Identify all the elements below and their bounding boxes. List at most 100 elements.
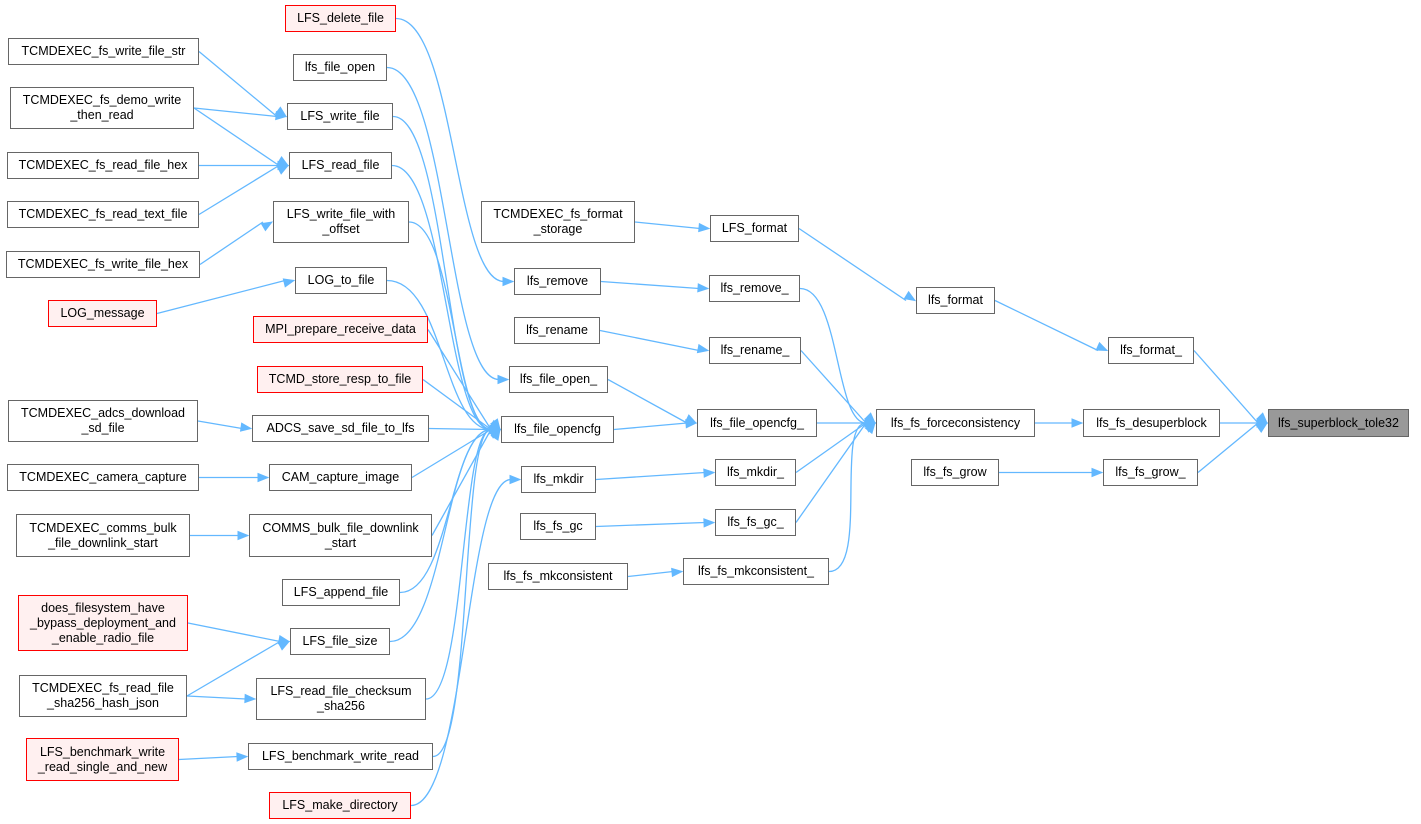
- node-tc-adcs[interactable]: TCMDEXEC_adcs_download _sd_file: [8, 400, 198, 442]
- arrowhead-gc-to-gc_: [703, 518, 716, 528]
- node-tc-cam[interactable]: TCMDEXEC_camera_capture: [7, 464, 199, 491]
- node-lfs-bench-single[interactable]: LFS_benchmark_write _read_single_and_new: [26, 738, 179, 781]
- edge-remove-to-remove_: [600, 280, 700, 290]
- node-lfs-format[interactable]: LFS_format: [710, 215, 799, 242]
- node-rename-[interactable]: lfs_rename_: [709, 337, 801, 364]
- node-tc-comms[interactable]: TCMDEXEC_comms_bulk _file_downlink_start: [16, 514, 190, 557]
- edge-LFS_format-to-format: [798, 227, 907, 302]
- node-tc-sha[interactable]: TCMDEXEC_fs_read_file _sha256_hash_json: [19, 675, 187, 717]
- arrowhead-remove-to-remove_: [697, 283, 710, 293]
- node-tc-write-str[interactable]: TCMDEXEC_fs_write_file_str: [8, 38, 199, 65]
- node-log-to-file[interactable]: LOG_to_file: [295, 267, 387, 294]
- edge-tc_demo-to-LFS_read: [193, 107, 280, 167]
- node-comms-bulk[interactable]: COMMS_bulk_file_downlink _start: [249, 514, 432, 557]
- arrowhead-tc_format-to-LFS_format: [698, 222, 711, 233]
- edge-LFS_bench-to-opencfg: [432, 428, 492, 758]
- node-rename[interactable]: lfs_rename: [514, 317, 600, 344]
- edge-mkcons_-to-forcecons: [828, 422, 867, 573]
- edge-LFS_size-to-opencfg: [389, 428, 492, 643]
- edge-MPI_prep-to-opencfg: [427, 329, 492, 430]
- arrowhead-format-to-format_: [1095, 341, 1109, 352]
- edge-mkdir-to-mkdir_: [595, 471, 706, 481]
- node-lfs-mkdir[interactable]: LFS_make_directory: [269, 792, 411, 819]
- edge-gc_-to-forcecons: [795, 422, 867, 523]
- arrowhead-mkdir-to-mkdir_: [703, 468, 716, 478]
- edge-tc_sha-to-LFS_checksum: [186, 695, 247, 700]
- arrowhead-grow-to-grow_: [1091, 467, 1104, 478]
- arrowhead-forcecons-to-desuper: [1071, 418, 1084, 428]
- arrowhead-LFS_bench_single-to-LFS_bench: [236, 752, 249, 762]
- arrowhead-tc_read_text-to-LFS_read: [276, 164, 290, 175]
- node-lfs-delete[interactable]: LFS_delete_file: [285, 5, 396, 32]
- edge-grow_-to-superblock: [1197, 422, 1259, 474]
- node-remove[interactable]: lfs_remove: [514, 268, 601, 295]
- edge-LFS_delete-to-remove: [395, 17, 505, 283]
- node-opencfg[interactable]: lfs_file_opencfg: [501, 416, 614, 443]
- node-gc[interactable]: lfs_fs_gc: [520, 513, 596, 540]
- node-mkcons[interactable]: lfs_fs_mkconsistent: [488, 563, 628, 590]
- node-file-open[interactable]: lfs_file_open: [293, 54, 387, 81]
- node-format-[interactable]: lfs_format_: [1108, 337, 1194, 364]
- arrowhead-tc_adcs-to-ADCS_save: [239, 422, 253, 432]
- edge-LFS_mkdir-to-mkdir: [410, 478, 512, 807]
- edge-LOG_msg-to-LOG_to_file: [156, 279, 286, 315]
- arrowhead-tc_sha-to-LFS_checksum: [244, 693, 257, 704]
- edge-open_-to-opencfg_: [607, 378, 688, 424]
- node-lfs-checksum[interactable]: LFS_read_file_checksum _sha256: [256, 678, 426, 720]
- arrowhead-LFS_delete-to-remove: [502, 276, 515, 287]
- node-desuper[interactable]: lfs_fs_desuperblock: [1083, 409, 1220, 437]
- arrowhead-LFS_mkdir-to-mkdir: [509, 474, 522, 485]
- edge-mkdir_-to-forcecons: [795, 422, 867, 474]
- edge-file_open-to-open_: [386, 66, 500, 381]
- edge-remove_-to-forcecons: [799, 287, 867, 424]
- node-lfs-size[interactable]: LFS_file_size: [290, 628, 390, 655]
- node-remove-[interactable]: lfs_remove_: [709, 275, 800, 302]
- node-lfs-write-off[interactable]: LFS_write_file_with _offset: [273, 201, 409, 243]
- node-tc-read-text[interactable]: TCMDEXEC_fs_read_text_file: [7, 201, 199, 228]
- node-tc-read-hex[interactable]: TCMDEXEC_fs_read_file_hex: [7, 152, 199, 179]
- node-lfs-write[interactable]: LFS_write_file: [287, 103, 393, 130]
- node-gc-[interactable]: lfs_fs_gc_: [715, 509, 796, 536]
- node-grow[interactable]: lfs_fs_grow: [911, 459, 999, 486]
- edge-tc_write_hex-to-LFS_write_off: [199, 221, 264, 266]
- edge-tc_write_str-to-LFS_write: [198, 51, 278, 117]
- node-tc-demo[interactable]: TCMDEXEC_fs_demo_write _then_read: [10, 87, 194, 129]
- edge-does_fs-to-LFS_size: [187, 622, 281, 643]
- edge-tc_read_text-to-LFS_read: [198, 164, 280, 216]
- node-mkdir[interactable]: lfs_mkdir: [521, 466, 596, 493]
- node-tc-format[interactable]: TCMDEXEC_fs_format _storage: [481, 201, 635, 243]
- node-log-msg[interactable]: LOG_message: [48, 300, 157, 327]
- node-grow-[interactable]: lfs_fs_grow_: [1103, 459, 1198, 486]
- node-lfs-bench[interactable]: LFS_benchmark_write_read: [248, 743, 433, 770]
- node-lfs-append[interactable]: LFS_append_file: [282, 579, 400, 606]
- edge-tc_format-to-LFS_format: [634, 221, 701, 230]
- arrowhead-LOG_msg-to-LOG_to_file: [282, 278, 296, 288]
- node-open-[interactable]: lfs_file_open_: [509, 366, 608, 393]
- arrowhead-tc_cam-to-CAM_cap: [257, 472, 270, 483]
- edge-LFS_bench_single-to-LFS_bench: [178, 755, 239, 761]
- node-opencfg-[interactable]: lfs_file_opencfg_: [697, 409, 817, 437]
- node-tcmd-store[interactable]: TCMD_store_resp_to_file: [257, 366, 423, 393]
- arrowhead-COMMS_bulk-to-opencfg: [490, 428, 501, 441]
- edge-TCMD_store-to-opencfg: [422, 378, 492, 431]
- edge-COMMS_bulk-to-opencfg: [431, 429, 492, 536]
- node-does-fs[interactable]: does_filesystem_have _bypass_deployment_…: [18, 595, 188, 651]
- node-tc-write-hex[interactable]: TCMDEXEC_fs_write_file_hex: [6, 251, 200, 278]
- arrowhead-gc_-to-forcecons: [864, 421, 876, 435]
- edge-opencfg-to-opencfg_: [613, 422, 688, 431]
- node-forcecons[interactable]: lfs_fs_forceconsistency: [876, 409, 1035, 437]
- node-mkcons-[interactable]: lfs_fs_mkconsistent_: [683, 558, 829, 585]
- node-mkdir-[interactable]: lfs_mkdir_: [715, 459, 796, 486]
- node-mpi-prep[interactable]: MPI_prepare_receive_data: [253, 316, 428, 343]
- arrowhead-file_open-to-open_: [497, 374, 510, 385]
- edge-rename_-to-forcecons: [800, 350, 867, 424]
- node-adcs-save[interactable]: ADCS_save_sd_file_to_lfs: [252, 415, 429, 442]
- node-lfs-read[interactable]: LFS_read_file: [289, 152, 392, 179]
- arrowhead-mkcons_-to-forcecons: [864, 418, 877, 428]
- edge-CAM_cap-to-opencfg: [411, 428, 492, 479]
- node-cam-cap[interactable]: CAM_capture_image: [269, 464, 412, 491]
- arrowhead-tc_sha-to-LFS_size: [277, 640, 291, 651]
- node-format[interactable]: lfs_format: [916, 287, 995, 314]
